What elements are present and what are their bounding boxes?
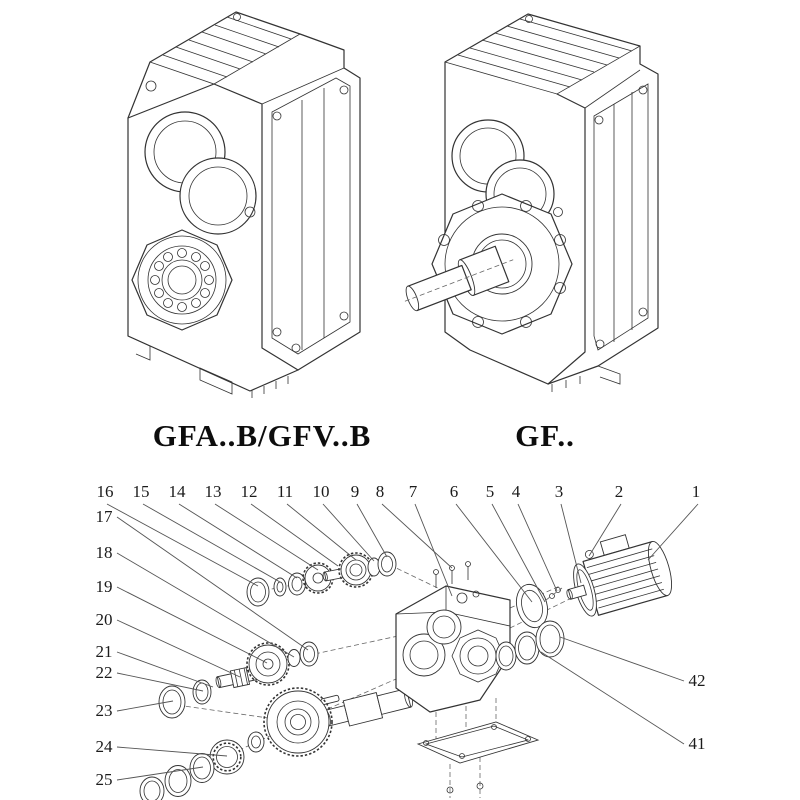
part-number-3: 3 (555, 482, 564, 501)
base-plate (416, 721, 540, 794)
exploded-housing (395, 561, 511, 713)
leader-line-2 (588, 503, 622, 557)
part-number-12: 12 (241, 482, 258, 501)
part-number-16: 16 (97, 482, 114, 501)
part-number-8: 8 (376, 482, 385, 501)
part-number-2: 2 (615, 482, 624, 501)
leader-line-19 (116, 586, 268, 664)
leader-line-21 (116, 651, 214, 688)
part-number-23: 23 (96, 701, 113, 720)
flange-gasket-and-rings (495, 583, 565, 671)
leader-line-1 (647, 503, 699, 561)
leader-line-6 (455, 503, 533, 603)
part-number-25: 25 (96, 770, 113, 789)
intermediate-gear-icon (246, 642, 290, 686)
leader-line-10 (322, 503, 375, 562)
part-number-1: 1 (692, 482, 701, 501)
part-number-22: 22 (96, 663, 113, 682)
leader-line-23 (116, 700, 174, 712)
model-label-right: GF.. (515, 418, 575, 453)
model-label-left: GFA..B/GFV..B (153, 418, 372, 453)
leader-line-5 (491, 503, 546, 603)
gasket-icon (515, 583, 549, 629)
leader-line-3 (560, 503, 582, 584)
leader-line-41 (540, 651, 685, 745)
part-number-42: 42 (689, 671, 706, 690)
leader-line-4 (517, 503, 558, 592)
lifting-eye-icon (525, 15, 533, 23)
intermediate-shaft-parts (158, 641, 319, 719)
leader-line-22 (116, 672, 204, 692)
part-number-24: 24 (96, 737, 114, 756)
side-panel-right (593, 83, 649, 351)
gearbox-left-drawing (127, 11, 361, 398)
part-number-5: 5 (486, 482, 495, 501)
cooling-fins-right (444, 18, 641, 95)
output-shaft-icon (319, 688, 417, 727)
leader-line-15 (142, 503, 281, 583)
leader-line-7 (414, 503, 453, 597)
part-number-41: 41 (689, 734, 706, 753)
leader-line-20 (116, 619, 241, 678)
mounting-feet-right (551, 365, 621, 392)
part-number-13: 13 (205, 482, 222, 501)
leader-line-18 (116, 552, 295, 658)
leader-line-16 (106, 503, 259, 587)
leader-line-11 (286, 503, 357, 561)
leader-line-8 (381, 503, 453, 569)
part-number-15: 15 (133, 482, 150, 501)
motor (566, 534, 673, 617)
part-number-6: 6 (450, 482, 459, 501)
input-shaft-parts (246, 551, 397, 607)
part-number-7: 7 (409, 482, 418, 501)
leader-line-17 (116, 516, 309, 651)
housing-screws (433, 561, 471, 588)
part-number-14: 14 (169, 482, 187, 501)
part-number-9: 9 (351, 482, 360, 501)
leader-line-9 (356, 503, 388, 558)
output-shaft-right (404, 245, 514, 312)
leader-line-42 (559, 636, 685, 682)
bearing-boss-left (131, 229, 233, 331)
side-panel-left (271, 77, 351, 355)
leader-line-24 (116, 746, 228, 757)
part-number-19: 19 (96, 577, 113, 596)
oil-plug-icon (244, 206, 256, 218)
bearing-icon (209, 739, 245, 775)
leader-line-14 (178, 503, 298, 579)
part-number-18: 18 (96, 543, 113, 562)
part-number-4: 4 (512, 482, 521, 501)
cooling-fins-left (149, 16, 301, 85)
output-shaft-parts (139, 687, 417, 800)
gearbox-right-drawing (404, 13, 659, 392)
motor-eyebolt-icon (584, 550, 594, 559)
part-number-17: 17 (96, 507, 114, 526)
part-number-11: 11 (277, 482, 293, 501)
leader-line-12 (250, 503, 339, 567)
mounting-feet-left (127, 335, 289, 398)
part-number-20: 20 (96, 610, 113, 629)
output-gear-icon (263, 687, 333, 757)
part-number-10: 10 (313, 482, 330, 501)
leader-line-13 (214, 503, 319, 571)
exploded-view (139, 534, 673, 800)
gear-bores-left (144, 80, 257, 235)
leader-line-25 (116, 766, 204, 781)
part-number-21: 21 (96, 642, 113, 661)
